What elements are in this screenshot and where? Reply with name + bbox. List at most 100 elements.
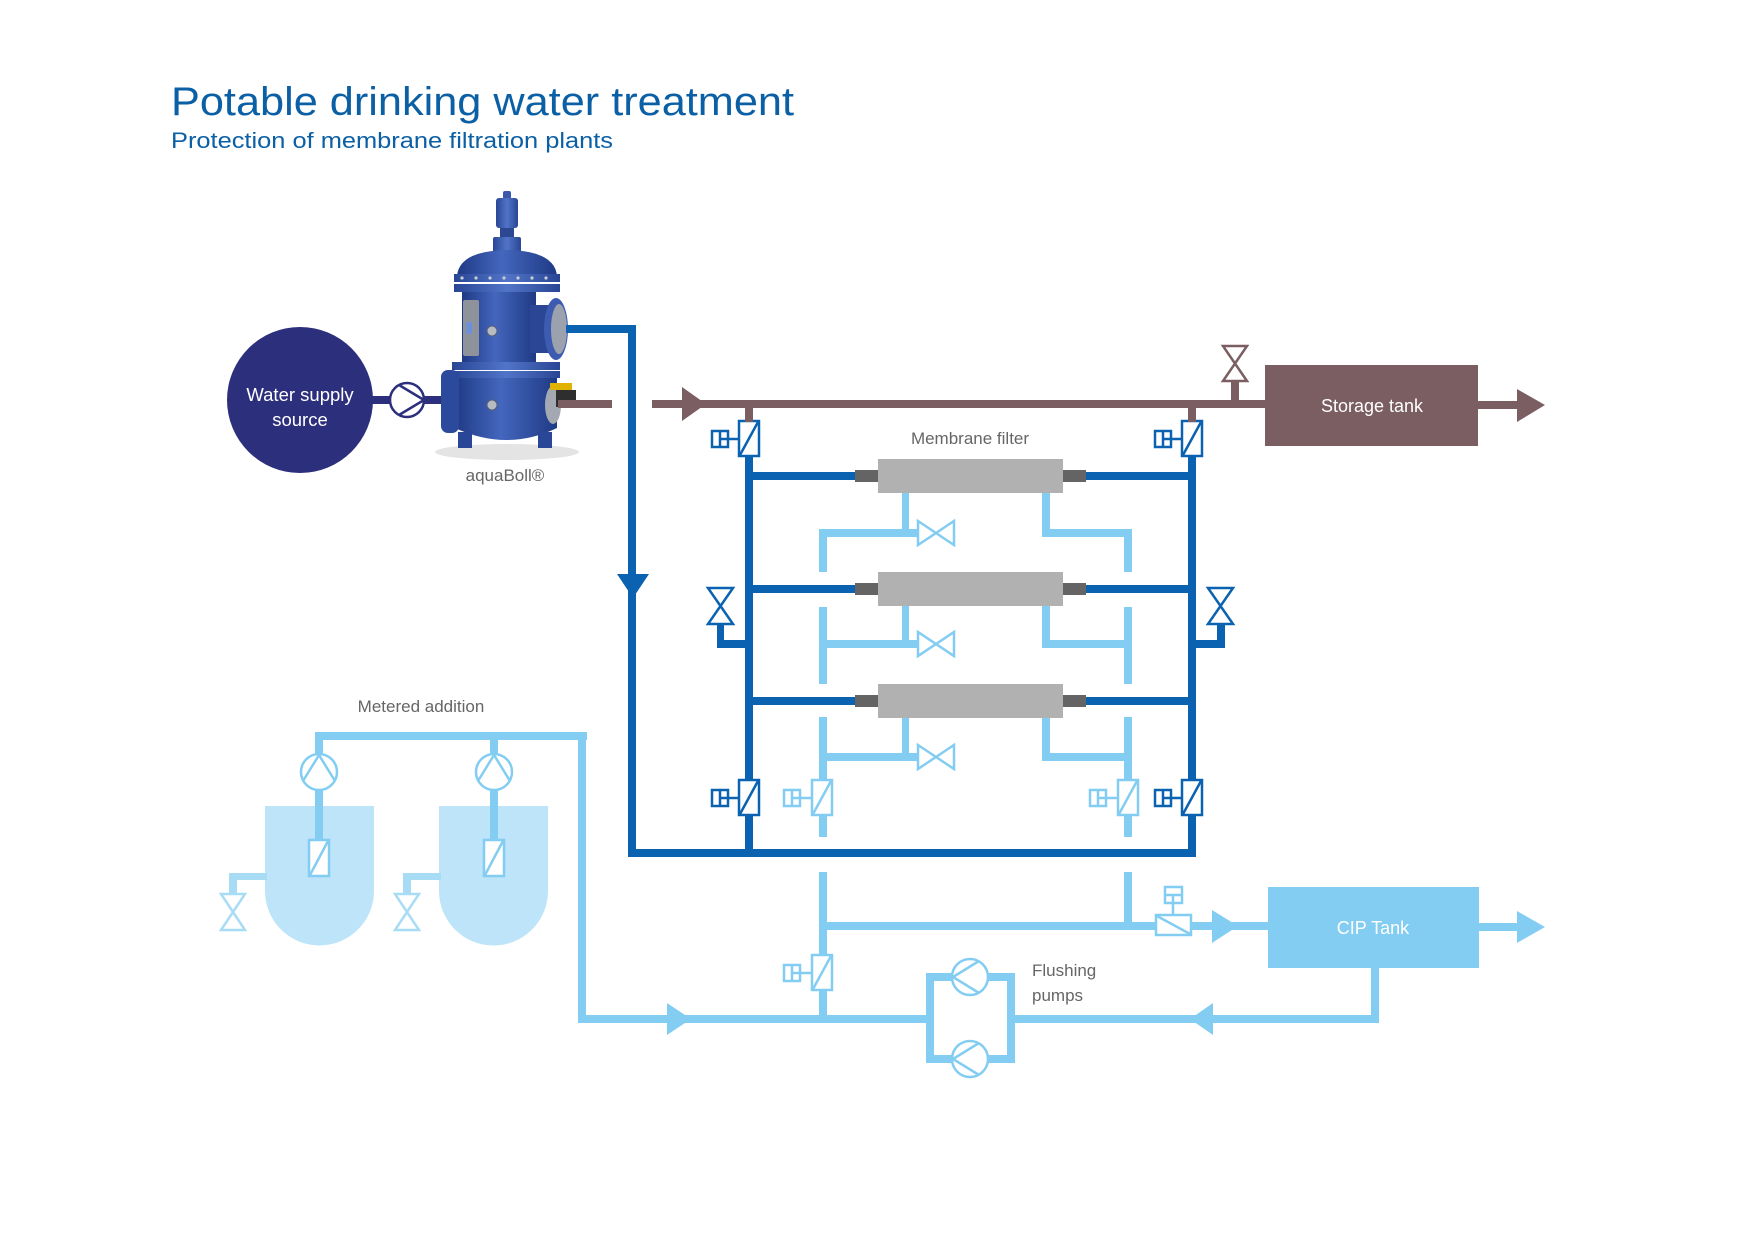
flushing-pipe [1042, 529, 1132, 537]
filter-shadow [435, 444, 579, 460]
feed-pipe [1084, 472, 1190, 480]
drain-pipe [403, 873, 441, 880]
shutoff-valve-icon [705, 586, 736, 626]
membrane-body [878, 572, 1063, 606]
flushing-pipe [902, 493, 909, 537]
control-valve-icon [482, 838, 506, 878]
filter-gearbox [493, 237, 521, 253]
feed-pipe [1192, 640, 1225, 648]
pump-icon [388, 381, 427, 419]
flushing-pipe [819, 640, 920, 648]
filter-mid-flange [452, 371, 560, 378]
water-supply-label-line2: source [272, 409, 328, 430]
filtrate-pipe [745, 404, 753, 422]
membrane-cap [1063, 583, 1086, 595]
filter-outlet-face [551, 304, 567, 354]
feed-pipe [753, 472, 857, 480]
control-valve-icon [307, 838, 331, 878]
flushing-pipe [1371, 966, 1379, 1023]
filter-drain-actuator [550, 383, 572, 390]
control-valve-icon [710, 419, 761, 458]
flushing-line: CIP Tank Flushing pumps [578, 493, 1545, 1079]
water-supply-label-line1: Water supply [246, 384, 354, 405]
shutoff-valve-icon [1205, 586, 1236, 626]
flushing-pipe [819, 753, 920, 761]
membrane-body [878, 684, 1063, 718]
flow-arrow-icon [1190, 1003, 1213, 1035]
flushing-pipe [1042, 640, 1132, 648]
flushing-pipe [902, 718, 909, 761]
feed-pipe [753, 697, 857, 705]
feed-line [566, 325, 1236, 857]
membrane-module [855, 459, 1086, 493]
dosing-pipe [315, 789, 323, 841]
storage-tank-label: Storage tank [1321, 396, 1424, 416]
dosing-pipe [315, 732, 323, 754]
feed-manifold-right [1188, 457, 1196, 857]
filtrate-pipe [1188, 404, 1196, 422]
pump-icon [950, 957, 990, 997]
flushing-pipe [1042, 493, 1050, 537]
filter-motor-neck [500, 228, 514, 238]
filtrate-pipe [1231, 380, 1239, 404]
feed-pipe [717, 622, 724, 648]
flushing-pipe [578, 1015, 930, 1023]
dosing-pipe [490, 732, 498, 754]
filtrate-pipe [652, 400, 1268, 408]
filter-top-flange [454, 284, 560, 292]
metered-addition: Metered addition [218, 697, 587, 1023]
filtrate-line: Storage tank [558, 344, 1545, 446]
filter-dome [457, 250, 557, 277]
feed-pipe [566, 325, 636, 333]
flushing-pipe [819, 529, 827, 572]
control-valve-icon [710, 778, 761, 817]
flushing-pipe [1124, 872, 1132, 930]
feed-pipe [753, 585, 857, 593]
drain-pipe [229, 873, 267, 880]
control-valve-icon [782, 953, 834, 992]
flushing-pipe [1042, 718, 1050, 761]
flushing-pipe [1042, 753, 1132, 761]
flushing-pumps-label-line2: pumps [1032, 986, 1083, 1005]
pump-icon [299, 752, 339, 792]
water-supply-node [227, 327, 373, 473]
flushing-pipe [1124, 607, 1132, 684]
dosing-pipe [578, 732, 586, 1023]
supply-pipe [422, 396, 448, 404]
membrane-cap [855, 695, 878, 707]
dosing-pipe [315, 732, 587, 740]
solenoid-valve-icon [1154, 885, 1193, 937]
shutoff-valve-icon [218, 892, 248, 932]
flushing-pipe [902, 606, 909, 648]
dosing-tank [392, 752, 548, 946]
membrane-filter-label: Membrane filter [911, 429, 1029, 448]
storage-tank [1265, 365, 1478, 446]
membrane-cap [1063, 470, 1086, 482]
water-supply-source: Water supply source [227, 327, 448, 473]
filter-motor [496, 198, 518, 228]
supply-pipe [370, 396, 392, 404]
page-title: Potable drinking water treatment [171, 80, 794, 124]
flushing-pipe [819, 607, 827, 684]
filter-motor-cap [503, 191, 511, 199]
shutoff-valve-icon [916, 742, 956, 772]
aquaboll-filter: aquaBoll® [435, 191, 579, 485]
control-valve-icon [1153, 778, 1204, 817]
page-subtitle: Protection of membrane filtration plants [171, 128, 613, 153]
cip-tank [1268, 887, 1479, 968]
filter-label: aquaBoll® [466, 466, 545, 485]
drain-pipe [229, 873, 237, 895]
filter-top-flange [454, 274, 560, 282]
filter-foot [538, 432, 552, 448]
feed-pipe [1217, 622, 1225, 648]
flushing-pipe [1007, 973, 1015, 1063]
filter-nameplate [466, 322, 472, 334]
filter-inlet-flange [441, 370, 459, 433]
filter-mid-flange [452, 362, 560, 370]
flushing-pipe [1479, 923, 1520, 931]
filter-gauge [486, 325, 498, 337]
filtrate-pipe [1478, 401, 1520, 409]
dosing-pipe [490, 789, 498, 841]
control-valve-icon [782, 778, 834, 817]
